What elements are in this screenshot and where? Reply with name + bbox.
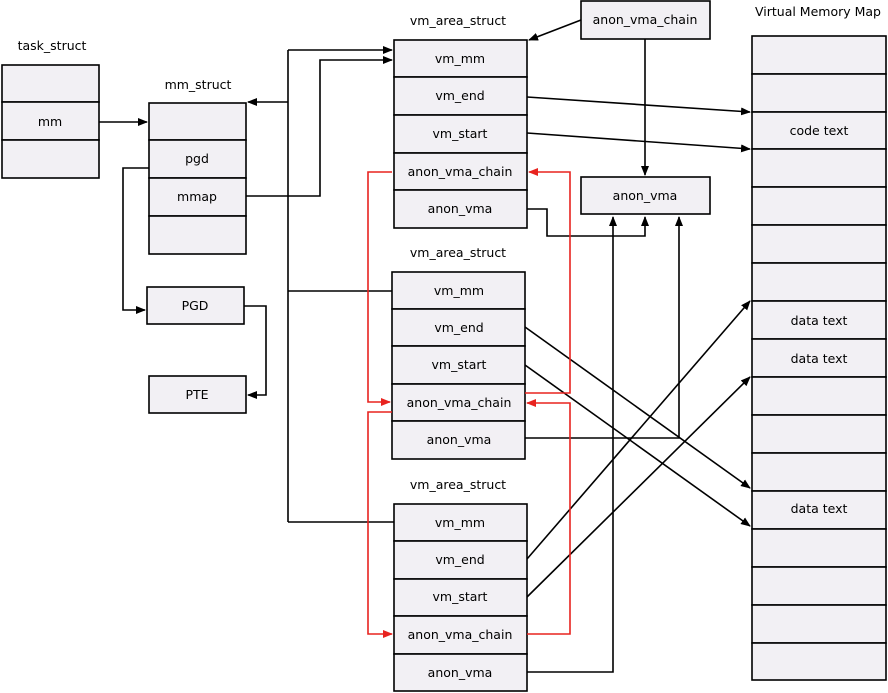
arrow-chain-to-vma1 (528, 19, 582, 41)
virtual-memory-map: code text data text data text data text (751, 35, 887, 681)
red-arrow-vma3-to-vma2 (526, 399, 571, 635)
red-arrow-vma2-to-vma1 (525, 168, 571, 394)
arrow-vma1-vm-start (526, 132, 751, 153)
arrow-vma1-anon-vma (527, 208, 649, 237)
vmm-title: Virtual Memory Map (755, 4, 881, 19)
vmm-data-text-1: data text (791, 313, 848, 328)
mm-struct-box: pgd mmap (148, 102, 247, 255)
vma2-anon-vma-chain: anon_vma_chain (407, 395, 512, 410)
vma3-box: vm_mm vm_end vm_start anon_vma_chain ano… (393, 503, 528, 692)
arrow-vma2-vm-start (524, 364, 751, 527)
vma2-anon-vma: anon_vma (427, 432, 492, 447)
red-arrow-vma1-to-vma2 (367, 171, 392, 406)
vma1-title: vm_area_struct (410, 13, 506, 28)
red-arrow-vma2-to-vma3 (367, 411, 393, 638)
svg-text:anon_vma: anon_vma (613, 188, 678, 203)
arrow-vma3-anon-vma (527, 216, 617, 673)
red-chain-links (367, 168, 571, 638)
svg-text:anon_vma_chain: anon_vma_chain (593, 12, 698, 27)
arrow-PGD-to-PTE (244, 305, 267, 399)
task-struct-title: task_struct (18, 38, 87, 53)
vma3-vm-start: vm_start (433, 589, 488, 604)
vma3-vm-mm: vm_mm (435, 515, 485, 530)
top-anon-vma-chain-box: anon_vma_chain (580, 0, 711, 40)
arrow-vma3-vm-start (526, 376, 751, 598)
vmm-data-text-3: data text (791, 501, 848, 516)
vma2-vm-end: vm_end (434, 320, 483, 335)
task-struct-box: mm (1, 64, 100, 179)
svg-text:PGD: PGD (182, 298, 209, 313)
anon-vma-box: anon_vma (580, 176, 711, 215)
vma3-anon-vma: anon_vma (428, 665, 493, 680)
arrow-vma2-vm-end (524, 326, 751, 489)
mm-mmap-field: mmap (177, 189, 217, 204)
vma1-box: vm_mm vm_end vm_start anon_vma_chain ano… (393, 39, 528, 229)
vma3-anon-vma-chain: anon_vma_chain (408, 627, 513, 642)
vma3-vm-end: vm_end (435, 552, 484, 567)
vma2-title: vm_area_struct (410, 245, 506, 260)
vmm-data-text-2: data text (791, 351, 848, 366)
vma3-title: vm_area_struct (410, 477, 506, 492)
pte-box: PTE (148, 375, 247, 414)
pgd-box: PGD (146, 286, 245, 325)
task-mm-field: mm (38, 114, 62, 129)
arrow-vma2-anon-vma (525, 216, 683, 439)
vma1-vm-start: vm_start (433, 126, 488, 141)
arrow-vma1-vm-end (526, 96, 751, 116)
vma1-anon-vma: anon_vma (428, 201, 493, 216)
vma1-vm-end: vm_end (435, 88, 484, 103)
arrow-vma3-vm-end (526, 300, 751, 560)
vma2-vm-start: vm_start (432, 357, 487, 372)
vma1-vm-mm: vm_mm (435, 51, 485, 66)
black-connectors (99, 19, 751, 673)
mm-pgd-field: pgd (185, 151, 209, 166)
vma2-vm-mm: vm_mm (434, 283, 484, 298)
vma1-anon-vma-chain: anon_vma_chain (408, 164, 513, 179)
mm-struct-title: mm_struct (165, 77, 232, 92)
vma2-box: vm_mm vm_end vm_start anon_vma_chain ano… (391, 271, 526, 460)
arrow-pgd-to-PGD (122, 167, 149, 314)
vmm-code-text: code text (790, 123, 849, 138)
svg-text:PTE: PTE (185, 387, 208, 402)
arrow-mmap-to-vma1 (246, 56, 393, 197)
